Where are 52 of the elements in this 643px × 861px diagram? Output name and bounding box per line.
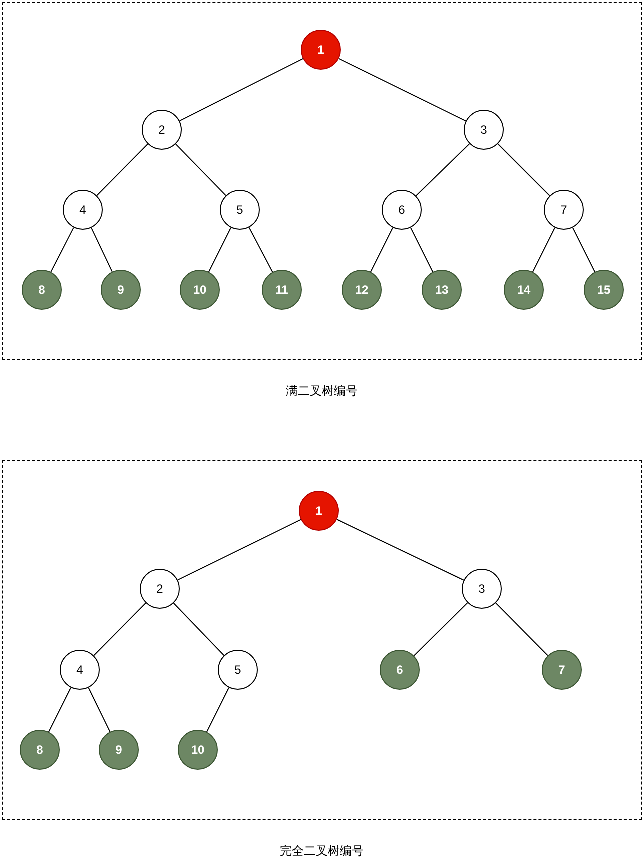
tree-node-circle: 4 xyxy=(63,190,103,230)
tree-edge xyxy=(248,227,274,273)
tree-edge xyxy=(414,602,468,656)
tree-node-circle: 6 xyxy=(380,650,420,690)
tree-node-circle: 7 xyxy=(542,650,582,690)
tree-edge xyxy=(532,227,556,273)
tree-node-circle: 1 xyxy=(299,491,339,531)
tree-node-circle: 5 xyxy=(218,650,258,690)
tree-edge xyxy=(88,687,111,733)
tree-edge xyxy=(206,687,230,733)
tree-node-circle: 2 xyxy=(142,110,182,150)
tree-edge xyxy=(175,144,227,196)
tree-node-circle: 14 xyxy=(504,270,544,310)
tree-edge xyxy=(498,144,550,196)
tree-edge xyxy=(50,227,74,273)
tree-node-circle: 4 xyxy=(60,650,100,690)
tree-edge xyxy=(208,227,232,273)
tree-node-circle: 8 xyxy=(22,270,62,310)
tree-node-circle: 12 xyxy=(342,270,382,310)
tree-node-circle: 3 xyxy=(464,110,504,150)
tree-node-circle: 5 xyxy=(220,190,260,230)
dashed-frame xyxy=(2,2,642,360)
tree-node-circle: 3 xyxy=(462,569,502,609)
tree-node-circle: 2 xyxy=(140,569,180,609)
tree-edge xyxy=(336,519,464,581)
tree-node-circle: 9 xyxy=(101,270,141,310)
tree-node-circle: 10 xyxy=(178,730,218,770)
tree-node-circle: 7 xyxy=(544,190,584,230)
tree-edge xyxy=(370,227,394,273)
tree-node-circle: 8 xyxy=(20,730,60,770)
tree-edge xyxy=(173,602,225,656)
tree-edge xyxy=(48,687,72,733)
tree-node-circle: 11 xyxy=(262,270,302,310)
dashed-frame xyxy=(2,460,642,820)
tree-edge xyxy=(416,143,470,197)
tree-edge xyxy=(94,602,146,656)
tree-node-circle: 1 xyxy=(301,30,341,70)
caption: 满二叉树编号 xyxy=(286,383,358,400)
tree-edge xyxy=(96,144,148,196)
tree-node-circle: 10 xyxy=(180,270,220,310)
tree-edge xyxy=(410,227,434,273)
caption: 完全二叉树编号 xyxy=(280,843,364,860)
tree-edge xyxy=(177,519,302,581)
tree-node-circle: 15 xyxy=(584,270,624,310)
tree-node-circle: 13 xyxy=(422,270,462,310)
tree-edge xyxy=(496,602,548,656)
tree-edge xyxy=(572,227,596,273)
tree-edge xyxy=(91,228,113,272)
tree-edge xyxy=(179,58,304,122)
tree-edge xyxy=(338,58,467,122)
tree-node-circle: 9 xyxy=(99,730,139,770)
tree-node-circle: 6 xyxy=(382,190,422,230)
